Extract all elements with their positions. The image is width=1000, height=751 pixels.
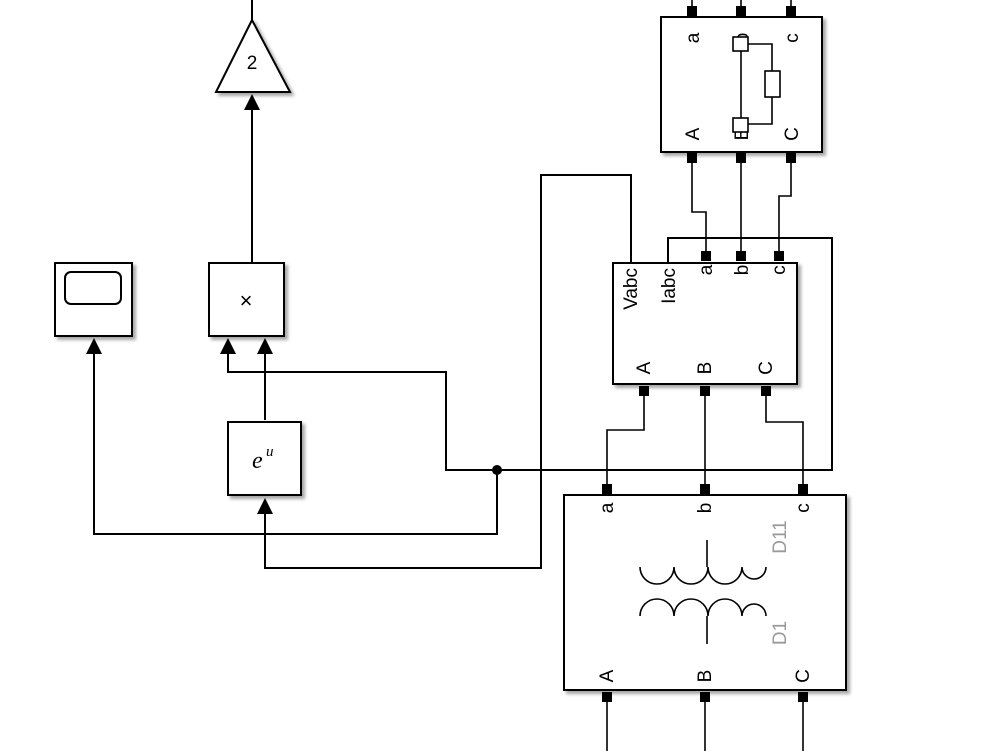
resistor-icon — [732, 36, 781, 133]
transformer-coil-icon — [639, 540, 767, 644]
gain-triangle[interactable] — [214, 17, 292, 93]
exp-box[interactable] — [227, 421, 302, 496]
scope-block[interactable] — [54, 262, 133, 337]
meas-label-c: c — [769, 265, 790, 275]
tr-winding-label-bottom: D1 — [770, 621, 791, 645]
wire-iabc-out[interactable] — [497, 237, 833, 471]
meas-label-B: B — [695, 362, 716, 375]
meas-label-iabc: Iabc — [659, 268, 680, 304]
meas-port-a[interactable] — [701, 251, 711, 261]
vi-measurement-block[interactable]: Vabc Iabc a b c A B C — [612, 251, 798, 396]
tr-label-B: B — [695, 670, 716, 683]
wire-iabc-to-product[interactable] — [227, 352, 497, 471]
exp-base: e — [252, 448, 263, 474]
load-port-A[interactable] — [687, 153, 697, 163]
signal-wires[interactable] — [86, 0, 833, 569]
load-port-a[interactable] — [687, 6, 697, 16]
exp-block[interactable]: e u — [227, 421, 302, 496]
gain-value: 2 — [247, 53, 258, 74]
meas-label-vabc: Vabc — [621, 268, 642, 310]
load-port-b[interactable] — [736, 6, 746, 16]
tr-label-c: c — [793, 503, 814, 513]
meas-port-c[interactable] — [774, 251, 784, 261]
meas-port-b[interactable] — [736, 251, 746, 261]
tr-port-B[interactable] — [700, 692, 710, 702]
wire-load-A-to-meas-a[interactable] — [691, 158, 707, 256]
tr-label-A: A — [597, 669, 618, 682]
load-port-C[interactable] — [786, 153, 796, 163]
exp-exponent: u — [266, 444, 274, 460]
tr-port-b[interactable] — [700, 484, 710, 494]
scope-input-arrow — [86, 338, 102, 354]
load-label-a: a — [683, 32, 704, 43]
product-symbol: × — [240, 288, 253, 313]
tr-port-A[interactable] — [602, 692, 612, 702]
meas-label-C: C — [756, 361, 777, 375]
load-port-B[interactable] — [736, 153, 746, 163]
product-input-1-arrow — [220, 338, 236, 354]
load-label-A: A — [683, 127, 704, 140]
tr-label-b: b — [695, 503, 716, 514]
tr-port-a[interactable] — [602, 484, 612, 494]
wire-load-C-to-meas-c[interactable] — [778, 158, 792, 256]
load-label-c: c — [782, 33, 803, 43]
tr-label-a: a — [597, 502, 618, 513]
load-port-c[interactable] — [786, 6, 796, 16]
tr-label-C: C — [793, 669, 814, 683]
wire-meas-C-to-tr-c[interactable] — [765, 391, 804, 489]
transformer-box[interactable] — [563, 494, 847, 691]
three-phase-load-block[interactable]: a b c A B C — [660, 6, 823, 163]
gain-block[interactable]: 2 — [214, 17, 292, 93]
tr-port-C[interactable] — [798, 692, 808, 702]
tr-winding-label-top: D11 — [770, 520, 791, 553]
branch-point — [492, 465, 502, 475]
meas-port-B[interactable] — [700, 386, 710, 396]
measurement-box[interactable] — [612, 262, 798, 385]
exp-input-arrow — [257, 498, 273, 514]
product-box[interactable] — [208, 262, 285, 337]
three-phase-transformer-block[interactable]: a b c A B C D11 D1 — [563, 484, 847, 702]
meas-label-b: b — [732, 265, 753, 276]
meas-port-A[interactable] — [639, 386, 649, 396]
meas-port-C[interactable] — [761, 386, 771, 396]
scope-screen-icon — [64, 271, 122, 305]
wire-iabc-to-scope[interactable] — [93, 352, 498, 535]
wire-vabc-to-exp[interactable] — [264, 174, 632, 569]
wire-meas-A-to-tr-a[interactable] — [606, 391, 645, 489]
product-input-2-arrow — [257, 338, 273, 354]
gain-input-arrow — [244, 94, 260, 110]
meas-label-A: A — [634, 361, 655, 374]
tr-port-c[interactable] — [798, 484, 808, 494]
product-block[interactable]: × — [208, 262, 285, 337]
load-label-C: C — [782, 127, 803, 141]
meas-label-a: a — [696, 264, 717, 275]
